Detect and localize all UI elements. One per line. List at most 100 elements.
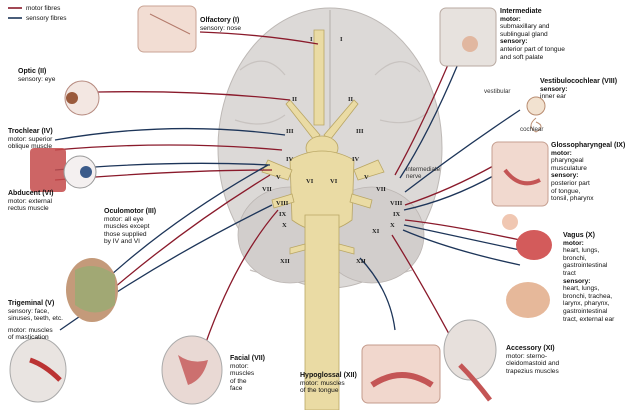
vagus-desc-9: larynx, pharynx, <box>563 300 610 308</box>
accessory-desc-1: motor: sterno- <box>506 352 548 360</box>
facial-desc-3: of the <box>230 377 247 385</box>
legend: motor fibres sensory fibres <box>6 4 66 24</box>
intermediate-desc-6: and soft palate <box>500 53 544 61</box>
intermediate-desc-5: anterior part of tongue <box>500 45 565 53</box>
intermediate-desc-4: sensory: <box>500 38 528 46</box>
nerve-fibre-lines <box>54 31 521 346</box>
hypoglossal-title: Hypoglossal (XII) <box>300 372 357 379</box>
numeral-IX-right: IX <box>393 211 401 218</box>
numeral-V-right: V <box>364 174 369 181</box>
intermediate-label: Intermediate motor: submaxillary and sub… <box>500 8 565 61</box>
numeral-I-right: I <box>340 36 343 43</box>
eye-illustration <box>64 80 100 116</box>
hypoglossal-desc-1: motor: muscles <box>300 379 345 387</box>
vagus-title: Vagus (X) <box>563 232 595 239</box>
facial-muscles-illustration <box>161 335 223 405</box>
numeral-XII-right: XII <box>356 258 366 265</box>
numeral-VII-left: VII <box>262 186 272 193</box>
numeral-VIII-right: VIII <box>390 200 403 207</box>
intermediate-nerve-tag: intermediate nerve <box>406 166 441 180</box>
vagus-desc-11: tract, external ear <box>563 315 615 323</box>
accessory-desc-3: trapezius muscles <box>506 367 559 375</box>
numeral-III-right: III <box>356 128 364 135</box>
optic-label: Optic (II) sensory: eye <box>18 68 55 83</box>
glossopharyngeal-desc-4: sensory: <box>551 172 579 180</box>
numeral-II-left: II <box>292 96 298 103</box>
numeral-IX-left: IX <box>279 211 287 218</box>
glossopharyngeal-desc-2: pharyngeal <box>551 157 584 165</box>
optic-title: Optic (II) <box>18 68 47 75</box>
trigeminal-desc-3: motor: muscles <box>8 326 53 334</box>
oculomotor-desc-1: motor: all eye <box>104 215 144 223</box>
numeral-III-left: III <box>286 128 294 135</box>
olfactory-desc: sensory: nose <box>200 24 242 32</box>
accessory-desc-2: cleidomastoid and <box>506 360 560 368</box>
numeral-VII-right: VII <box>376 186 386 193</box>
glossopharyngeal-desc-6: of tongue, <box>551 187 581 195</box>
numeral-I-left: I <box>310 36 313 43</box>
vestibulocochlear-title: Vestibulocochlear (VIII) <box>540 78 618 85</box>
organs-illustration <box>502 214 552 318</box>
accessory-label: Accessory (XI) motor: sterno- cleidomast… <box>506 345 559 375</box>
trigeminal-desc-4: of mastication <box>8 334 49 342</box>
vagus-desc-1: motor: <box>563 239 584 247</box>
numeral-X-left: X <box>282 222 287 229</box>
numeral-VIII-left: VIII <box>276 200 289 207</box>
jaw-muscle-illustration <box>9 337 67 403</box>
cochlear-tag: cochlear <box>520 126 544 133</box>
intermediate-desc-3: sublingual gland <box>500 30 548 38</box>
legend-sensory-label: sensory fibres <box>26 15 67 22</box>
olfactory-title: Olfactory (I) <box>200 17 240 24</box>
glossopharyngeal-title: Glossopharyngeal (IX) <box>551 142 626 149</box>
vagus-desc-6: sensory: <box>563 277 591 285</box>
olfactory-label: Olfactory (I) sensory: nose <box>200 17 241 32</box>
inner-ear-illustration <box>526 96 546 133</box>
numeral-II-right: II <box>348 96 354 103</box>
oculomotor-desc-3: those supplied <box>104 230 147 238</box>
numeral-V-left: V <box>276 174 281 181</box>
vestibulocochlear-desc-2: inner ear <box>540 93 567 101</box>
intermediate-title: Intermediate <box>500 8 542 15</box>
abducent-label: Abducent (VI) motor: external rectus mus… <box>8 190 54 213</box>
oculomotor-title: Oculomotor (III) <box>104 208 157 215</box>
numeral-IV-left: IV <box>286 156 294 163</box>
facial-label: Facial (VII) motor: muscles of the face <box>230 355 265 393</box>
facial-desc-4: face <box>230 385 243 393</box>
oculomotor-label: Oculomotor (III) motor: all eye muscles … <box>104 208 156 246</box>
oculomotor-desc-2: muscles except <box>104 223 150 231</box>
facial-desc-2: muscles <box>230 370 255 378</box>
eye-muscles-illustration <box>30 148 97 192</box>
glossopharyngeal-label: Glossopharyngeal (IX) motor: pharyngeal … <box>551 142 625 203</box>
numeral-X-right: X <box>390 222 395 229</box>
face-illustration <box>66 258 118 322</box>
abducent-desc-2: rectus muscle <box>8 205 49 213</box>
abducent-title: Abducent (VI) <box>8 190 54 197</box>
numeral-VI-left: VI <box>306 178 314 185</box>
glossopharyngeal-desc-1: motor: <box>551 149 572 157</box>
neck-illustration <box>443 319 497 402</box>
vagus-label: Vagus (X) motor: heart, lungs, bronchi, … <box>563 232 614 323</box>
legend-motor-label: motor fibres <box>26 5 61 12</box>
trigeminal-label: Trigeminal (V) sensory: face, sinuses, t… <box>8 300 63 342</box>
intermediate-desc-1: motor: <box>500 15 521 23</box>
vagus-desc-10: gastrointestinal <box>563 307 608 315</box>
numeral-IV-right: IV <box>352 156 360 163</box>
facial-title: Facial (VII) <box>230 355 266 362</box>
trochlear-label: Trochlear (IV) motor: superior oblique m… <box>8 128 53 151</box>
nose-illustration <box>137 5 197 53</box>
brainstem <box>261 29 385 410</box>
vagus-desc-5: tract <box>563 269 576 277</box>
intermediate-desc-2: submaxillary and <box>500 23 550 31</box>
oculomotor-desc-4: by IV and VI <box>104 238 140 246</box>
trochlear-title: Trochlear (IV) <box>8 128 53 135</box>
trigeminal-title: Trigeminal (V) <box>8 300 55 307</box>
optic-desc: sensory: eye <box>18 75 56 83</box>
vagus-desc-8: bronchi, trachea, <box>563 292 613 300</box>
pharynx-illustration <box>491 141 549 207</box>
vagus-desc-4: gastrointestinal <box>563 262 608 270</box>
gland-illustration <box>439 7 497 67</box>
trigeminal-desc-2: sinuses, teeth, etc. <box>8 315 63 323</box>
abducent-desc-1: motor: external <box>8 197 52 205</box>
